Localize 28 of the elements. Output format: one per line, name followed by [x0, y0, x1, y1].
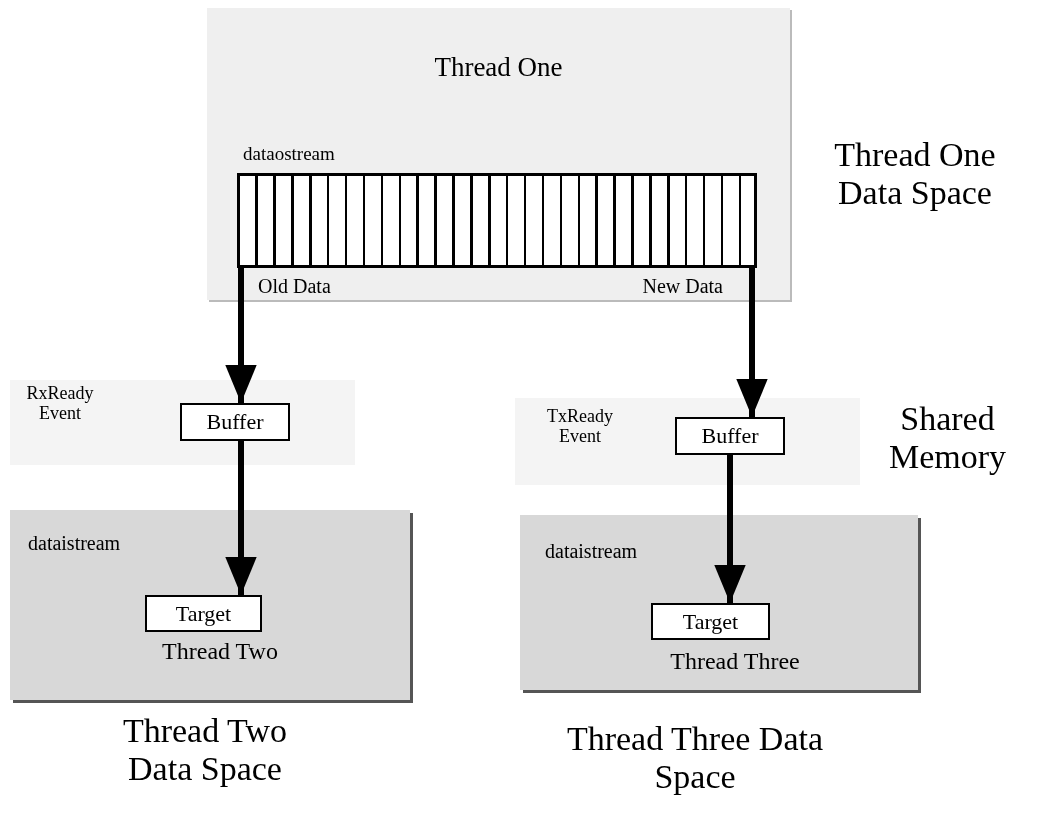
caption-text: Thread Three Data Space — [565, 720, 825, 797]
caption-text: New Data — [641, 275, 723, 298]
node-label: TxReady Event — [546, 406, 614, 447]
arrow — [225, 268, 257, 403]
buffer-box — [675, 417, 785, 455]
arrow — [736, 268, 768, 417]
caption-text: Old Data — [258, 275, 332, 298]
shared-memory-band — [10, 380, 355, 465]
node-label: Thread One — [433, 52, 564, 83]
caption-text: dataostream — [243, 143, 336, 165]
node-label: dataistream — [28, 532, 122, 555]
node-label: Thread Three — [669, 648, 801, 675]
buffer-box — [651, 603, 770, 640]
buffer-box — [180, 403, 290, 441]
caption-text: Thread One Data Space — [833, 136, 997, 213]
text-label: Shared Memory — [887, 400, 1008, 477]
arrow — [225, 441, 257, 595]
node-label: Thread Two — [161, 638, 279, 665]
buffer-box — [145, 595, 262, 632]
caption-text: Thread Two Data Space — [121, 712, 289, 789]
node-label: Buffer — [701, 425, 759, 447]
node-label: dataistream — [545, 540, 639, 563]
node-label: Target — [682, 610, 739, 633]
arrow — [714, 455, 746, 603]
node-label: Target — [175, 602, 232, 625]
shared-memory-band — [515, 398, 860, 485]
node-label: RxReady Event — [25, 383, 95, 424]
node-label: Buffer — [206, 411, 264, 433]
